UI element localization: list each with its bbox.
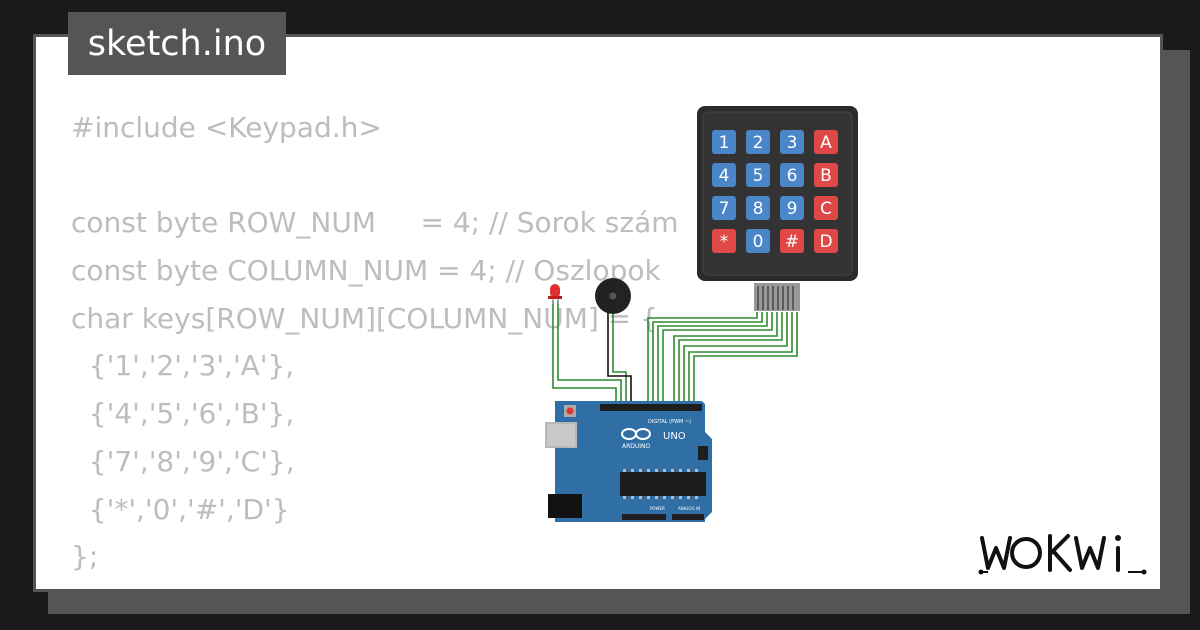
keypad-key[interactable] xyxy=(814,196,838,220)
keypad-keys: 1 2 3 A 4 5 6 B 7 8 9 C * 0 # D xyxy=(712,130,838,253)
wire xyxy=(693,312,798,406)
keypad[interactable]: 1 2 3 A 4 5 6 B 7 8 9 C * 0 # D xyxy=(697,106,858,311)
wires xyxy=(552,300,798,406)
wire xyxy=(557,300,622,406)
code-line: #include <Keypad.h> xyxy=(71,111,382,144)
code-preview: #include <Keypad.h> const byte ROW_NUM = … xyxy=(71,104,679,581)
arduino-model-label: UNO xyxy=(663,431,686,442)
keypad-key[interactable] xyxy=(712,196,736,220)
keypad-key-label: 2 xyxy=(753,133,764,153)
wire xyxy=(652,312,763,406)
keypad-key[interactable] xyxy=(746,163,770,187)
analog-header-label: ANALOG IN xyxy=(678,506,700,511)
keypad-key[interactable] xyxy=(712,163,736,187)
keypad-key-label: 0 xyxy=(753,232,764,252)
project-preview-card: #include <Keypad.h> const byte ROW_NUM = … xyxy=(33,34,1163,592)
arduino-uno[interactable]: UNO ARDUINO DIGITAL (PWM ~) POWER ANALOG… xyxy=(545,401,712,522)
keypad-key[interactable] xyxy=(712,130,736,154)
keypad-key-label: B xyxy=(820,166,832,186)
keypad-key-label: C xyxy=(820,199,832,219)
keypad-key-label: * xyxy=(720,232,729,252)
keypad-key-label: 9 xyxy=(787,199,798,219)
wire xyxy=(673,312,778,406)
buzzer[interactable] xyxy=(595,278,631,314)
keypad-key[interactable] xyxy=(814,229,838,253)
keypad-key[interactable] xyxy=(780,130,804,154)
arduino-brand-label: ARDUINO xyxy=(622,443,651,450)
keypad-key-label: 4 xyxy=(719,166,730,186)
keypad-key[interactable] xyxy=(814,163,838,187)
code-line: {'4','5','6','B'}, xyxy=(71,397,295,431)
code-line: const byte ROW_NUM = 4; // Sorok szám xyxy=(71,206,679,240)
led[interactable] xyxy=(548,284,562,304)
wire xyxy=(683,312,788,406)
keypad-key-label: # xyxy=(785,232,799,252)
code-line: {'7','8','9','C'}, xyxy=(71,444,295,478)
code-line: const byte COLUMN_NUM = 4; // Oszlopok xyxy=(71,254,661,288)
keypad-key[interactable] xyxy=(746,229,770,253)
wire xyxy=(657,312,768,406)
keypad-key[interactable] xyxy=(746,130,770,154)
keypad-key[interactable] xyxy=(814,130,838,154)
keypad-key[interactable] xyxy=(746,196,770,220)
wire xyxy=(552,300,617,406)
arduino-logo-icon xyxy=(621,428,651,440)
digital-header-label: DIGITAL (PWM ~) xyxy=(648,419,691,425)
keypad-key[interactable] xyxy=(712,229,736,253)
keypad-key-label: 6 xyxy=(787,166,798,186)
wire xyxy=(662,312,773,406)
keypad-key-label: 8 xyxy=(753,199,764,219)
code-line: {'*','0','#','D'} xyxy=(71,492,290,526)
keypad-key[interactable] xyxy=(780,229,804,253)
wokwi-logo xyxy=(978,534,1147,575)
code-line: }; xyxy=(71,540,99,574)
keypad-key-label: 5 xyxy=(753,166,764,186)
file-tab[interactable]: sketch.ino xyxy=(68,12,286,75)
wire xyxy=(607,310,632,406)
keypad-key[interactable] xyxy=(780,196,804,220)
wire xyxy=(688,312,793,406)
wire xyxy=(678,312,783,406)
power-header-label: POWER xyxy=(650,506,665,511)
code-line: {'1','2','3','A'}, xyxy=(71,349,295,383)
keypad-key-label: 3 xyxy=(787,133,798,153)
keypad-key-label: A xyxy=(820,133,832,153)
wire xyxy=(647,312,758,406)
wire xyxy=(612,310,627,406)
file-tab-label: sketch.ino xyxy=(87,23,267,64)
keypad-key-label: 1 xyxy=(719,133,730,153)
keypad-key-label: 7 xyxy=(719,199,730,219)
keypad-key-label: D xyxy=(819,232,832,252)
keypad-key[interactable] xyxy=(780,163,804,187)
